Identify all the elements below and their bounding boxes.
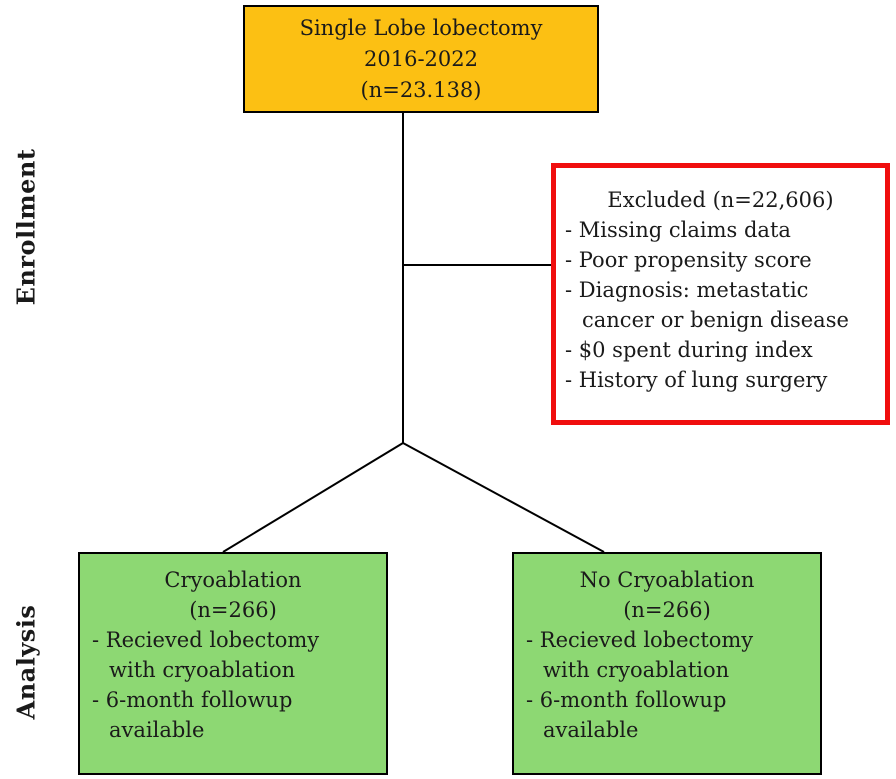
arm-n: (n=266)	[189, 598, 277, 622]
no-cryoablation-box: No Cryoablation (n=266) - Recieved lobec…	[512, 552, 822, 775]
top-box-line-1: Single Lobe lobectomy	[299, 16, 543, 40]
arm-item: - Recieved lobectomy with cryoablation	[92, 628, 320, 682]
arm-item: - 6-month followup available	[92, 688, 293, 742]
excluded-title: Excluded (n=22,606)	[607, 188, 834, 212]
line-branch-left	[222, 442, 404, 553]
excluded-box: Excluded (n=22,606) - Missing claims dat…	[551, 163, 890, 425]
arm-n: (n=266)	[623, 598, 711, 622]
top-box-line-3: (n=23.138)	[360, 78, 482, 102]
arm-item: - Recieved lobectomy with cryoablation	[526, 628, 754, 682]
excluded-item: - Missing claims data	[565, 218, 791, 242]
cryoablation-box: Cryoablation (n=266) - Recieved lobectom…	[78, 552, 388, 775]
excluded-item: - History of lung surgery	[565, 368, 828, 392]
arm-title: Cryoablation	[164, 568, 302, 592]
enrollment-population-box: Single Lobe lobectomy 2016-2022 (n=23.13…	[243, 5, 599, 113]
arm-title: No Cryoablation	[579, 568, 755, 592]
arm-item: - 6-month followup available	[526, 688, 727, 742]
line-branch-right	[402, 442, 605, 553]
excluded-item: - $0 spent during index	[565, 338, 813, 362]
stage-label-enrollment: Enrollment	[11, 148, 41, 306]
excluded-item: - Poor propensity score	[565, 248, 812, 272]
top-box-line-2: 2016-2022	[364, 47, 478, 71]
excluded-item: - Diagnosis: metastatic cancer or benign…	[565, 278, 849, 332]
stage-label-analysis: Analysis	[11, 604, 41, 720]
